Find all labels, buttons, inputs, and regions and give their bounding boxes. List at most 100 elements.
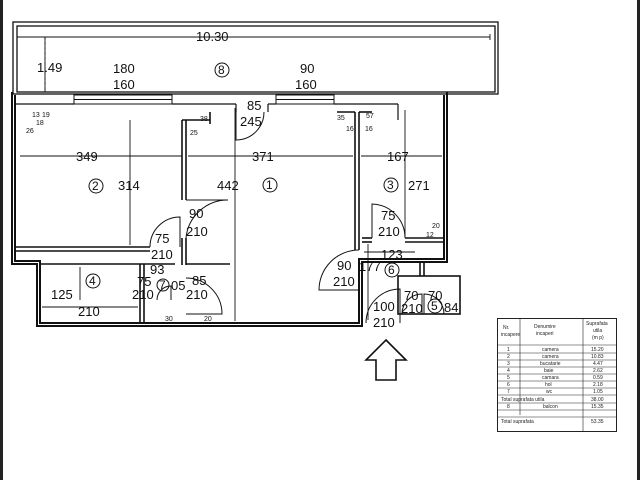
room-number-7: 7 — [159, 278, 166, 292]
small-35-label: 35 — [337, 115, 345, 122]
closet-depth-label: 84 — [444, 300, 458, 315]
legend-row-7-area: 1.05 — [593, 389, 603, 395]
legend-header-nr: Nr. — [503, 325, 510, 331]
legend-row-2-area: 10.83 — [591, 354, 604, 360]
room4-width-label: 125 — [51, 287, 73, 302]
area-legend-table: Nr. incapere Denumire incaperi Suprafata… — [497, 318, 617, 432]
window-right — [275, 94, 335, 105]
legend-row-1-nr: 1 — [507, 347, 510, 353]
room-number-4: 4 — [89, 274, 96, 288]
door-top-width-label: 85 — [247, 98, 261, 113]
legend-row-4-nr: 4 — [507, 368, 510, 374]
legend-header-name2: incaperi — [536, 331, 554, 337]
door-hall-height-label: 210 — [333, 274, 355, 289]
door-entry-swing — [365, 288, 401, 324]
small-38-label: 38 — [200, 116, 208, 123]
legend-row-7-nr: 7 — [507, 389, 510, 395]
room-circles — [85, 62, 443, 314]
small-18-label: 18 — [36, 120, 44, 127]
legend-row-3-name: bucatarie — [540, 361, 561, 367]
small-19-label: 19 — [42, 112, 50, 119]
legend-row-6-name: hol — [545, 382, 552, 388]
legend-balcony-nr: 8 — [507, 404, 510, 410]
small-25-label: 25 — [190, 130, 198, 137]
room2-depth-label: 314 — [118, 178, 140, 193]
scan-edge-left — [0, 0, 3, 480]
window-left-width-label: 180 — [113, 61, 135, 76]
door-room2-width-label: 90 — [189, 206, 203, 221]
small-16-label: 16 — [346, 126, 354, 133]
hall-depth-label: 177 — [359, 259, 381, 274]
total-width-label: 10.30 — [196, 29, 229, 44]
closet-width-1-label: 70 — [404, 288, 418, 303]
door-pantry-swing-a — [401, 293, 423, 315]
window-left-height-label: 160 — [113, 77, 135, 92]
room3-width-label: 167 — [387, 149, 409, 164]
window-left — [73, 94, 173, 105]
legend-row-5-name: camara — [542, 375, 559, 381]
room1-width-label: 371 — [252, 149, 274, 164]
legend-row-1-name: camera — [542, 347, 559, 353]
room-dimension-lines — [20, 108, 442, 321]
legend-header-nr2: incapere — [501, 332, 521, 338]
legend-row-1-area: 15.20 — [591, 347, 604, 353]
small-20b-label: 20 — [204, 316, 212, 323]
room1-depth-label: 442 — [217, 178, 239, 193]
small-26-label: 26 — [26, 128, 34, 135]
legend-row-4-area: 2.62 — [593, 368, 603, 374]
legend-header-area2: utila — [593, 328, 603, 334]
small-20-label: 20 — [432, 223, 440, 230]
door-swings — [149, 111, 445, 324]
door-top-height-label: 245 — [240, 114, 262, 129]
door-top-swing — [235, 111, 265, 141]
closet-height-label: 210 — [401, 301, 423, 316]
legend-row-3-area: 4.47 — [593, 361, 603, 367]
interior-walls — [15, 111, 461, 323]
door-wc-small-swing — [156, 285, 172, 301]
small-30-label: 30 — [165, 316, 173, 323]
entry-arrow — [364, 338, 408, 381]
room-number-5: 5 — [431, 299, 438, 313]
door-wc-b-height-label: 210 — [186, 287, 208, 302]
room2-width-label: 349 — [76, 149, 98, 164]
door-pantry-swing-b — [423, 293, 445, 315]
room-number-6: 6 — [388, 263, 395, 277]
door-wc-b-width-label: 85 — [192, 273, 206, 288]
room-number-2: 2 — [92, 179, 99, 193]
entry-door-height-label: 210 — [373, 315, 395, 330]
legend-header-area: Suprafata — [586, 321, 608, 327]
legend-grid — [498, 319, 616, 431]
door-kitchen-swing — [371, 203, 406, 239]
outer-walls — [11, 92, 448, 327]
room-number-3: 3 — [387, 178, 394, 192]
door-wc-a-height-label: 210 — [132, 287, 154, 302]
legend-row-2-nr: 2 — [507, 354, 510, 360]
legend-row-6-nr: 6 — [507, 382, 510, 388]
door-wc-a-width-label: 75 — [137, 274, 151, 289]
top-wall-band — [15, 103, 399, 120]
door-bath-width-label: 75 — [155, 231, 169, 246]
small-13-label: 13 — [32, 112, 40, 119]
legend-row-4-name: baie — [544, 368, 554, 374]
window-right-height-label: 160 — [295, 77, 317, 92]
legend-row-5-area: 0.59 — [593, 375, 603, 381]
window-right-width-label: 90 — [300, 61, 314, 76]
small-93-label: 93 — [150, 262, 164, 277]
legend-balcony-name: balcon — [543, 404, 558, 410]
door-hall-swing — [318, 249, 360, 291]
door-wc-swing — [185, 277, 223, 315]
legend-total-label: Total suprafata — [501, 419, 534, 425]
legend-row-3-nr: 3 — [507, 361, 510, 367]
total-dimension-line — [16, 34, 491, 92]
room-number-1: 1 — [266, 178, 273, 192]
balcony-outline — [12, 21, 499, 95]
small-16b-label: 16 — [365, 126, 373, 133]
entry-door-width-label: 100 — [373, 299, 395, 314]
small-57-label: 57 — [366, 113, 374, 120]
legend-balcony-value: 15.35 — [591, 404, 604, 410]
door-kitchen-height-label: 210 — [378, 224, 400, 239]
balcony-depth-label: 1.49 — [37, 60, 62, 75]
room-number-8: 8 — [218, 63, 225, 77]
door-bath-height-label: 210 — [151, 247, 173, 262]
legend-total-value: 53.35 — [591, 419, 604, 425]
